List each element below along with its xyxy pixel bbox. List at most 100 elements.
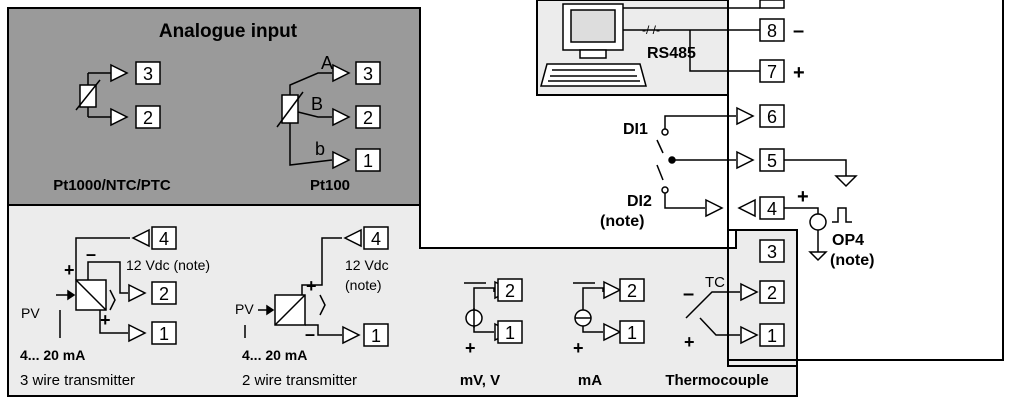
analogue-input-panel <box>7 7 421 206</box>
thermocouple-label: Thermocouple <box>665 372 768 389</box>
analogue-title: Analogue input <box>159 21 298 42</box>
pt100-sensor <box>276 72 333 166</box>
two-wire-transmitter <box>244 237 342 338</box>
terminal-label: 4 <box>159 229 169 249</box>
terminal-label: 2 <box>143 108 153 128</box>
terminal-label: 2 <box>505 281 515 301</box>
vdc-label: 12 Vdc <box>345 257 389 273</box>
plus-sign: + <box>100 310 111 330</box>
terminal-box <box>619 278 645 302</box>
terminal-label: 2 <box>363 108 373 128</box>
terminal-label: 1 <box>627 323 637 343</box>
rs485-break-mark: -/ /- <box>642 23 660 37</box>
terminal-label: 5 <box>767 151 777 171</box>
terminal-label: 7 <box>767 62 777 82</box>
terminal-box <box>619 320 645 344</box>
two-wire-label: 2 wire transmitter <box>242 372 357 389</box>
minus-sign: – <box>86 244 96 264</box>
vdc-note-label: 12 Vdc (note) <box>126 257 210 273</box>
terminal-box <box>363 226 389 250</box>
minus-sign: – <box>793 20 804 42</box>
vdc-note2-label: (note) <box>345 277 382 293</box>
terminal-box <box>759 59 785 83</box>
terminal-label: 2 <box>627 281 637 301</box>
terminal-box <box>759 104 785 128</box>
di1-label: DI1 <box>623 121 648 138</box>
range-label: 4... 20 mA <box>20 347 85 363</box>
terminal-label: 4 <box>767 199 777 219</box>
op4-note: (note) <box>830 252 874 269</box>
rs485-label: RS485 <box>647 45 696 62</box>
terminal-label: 1 <box>371 326 381 346</box>
terminal-box <box>759 148 785 172</box>
terminal-box <box>355 148 381 172</box>
mv-source <box>464 282 495 333</box>
plus-sign: + <box>684 332 695 352</box>
plus-sign: + <box>465 338 476 358</box>
wire-B-label: B <box>311 94 323 114</box>
tc-label: TC <box>705 274 725 291</box>
plus-sign: + <box>306 276 317 296</box>
terminal-box <box>759 239 785 263</box>
terminal-box <box>151 281 177 305</box>
terminal-label: 4 <box>371 229 381 249</box>
op4-label: OP4 <box>832 232 864 249</box>
terminal-box <box>759 196 785 220</box>
terminal-label: 1 <box>767 326 777 346</box>
terminal-label: 3 <box>767 242 777 262</box>
range-label: 4... 20 mA <box>242 347 307 363</box>
mv-label: mV, V <box>460 372 500 389</box>
terminal-box <box>151 321 177 345</box>
terminal-box <box>135 105 161 129</box>
di2-note: (note) <box>600 213 644 230</box>
terminal-box <box>497 320 523 344</box>
transmitter-panel <box>7 204 798 397</box>
terminal-box <box>151 226 177 250</box>
di2-label: DI2 <box>627 193 652 210</box>
pt100-label: Pt100 <box>310 177 350 194</box>
terminal-label: 2 <box>767 283 777 303</box>
minus-sign: – <box>683 283 694 305</box>
terminal-box <box>759 18 785 42</box>
terminal-label: 8 <box>767 21 777 41</box>
ma-label: mA <box>578 372 602 389</box>
terminal-box <box>135 61 161 85</box>
controller-outline <box>727 0 1004 361</box>
three-wire-label: 3 wire transmitter <box>20 372 135 389</box>
pt1000-sensor <box>75 72 112 118</box>
plus-sign: + <box>64 260 75 280</box>
minus-sign: – <box>305 324 315 344</box>
terminal-label: 1 <box>505 323 515 343</box>
computer-icon <box>540 3 647 87</box>
plus-sign: + <box>793 62 805 84</box>
input-arrow-icon <box>705 199 723 217</box>
pv-label: PV <box>235 301 254 317</box>
wire-b-label: b <box>315 139 325 159</box>
terminal-label: 2 <box>159 284 169 304</box>
terminal-label: 6 <box>767 107 777 127</box>
rs485-wiring <box>623 7 760 72</box>
terminal-label: 1 <box>363 151 373 171</box>
pt1000-label: Pt1000/NTC/PTC <box>53 177 171 194</box>
terminal-box <box>355 61 381 85</box>
terminal-box <box>759 323 785 347</box>
wire-a-label: A <box>321 53 333 73</box>
terminal-box <box>497 278 523 302</box>
input-arrow-icon <box>738 199 756 217</box>
terminal-box <box>759 0 785 9</box>
terminal-label: 1 <box>159 324 169 344</box>
terminal-box <box>355 105 381 129</box>
plus-sign: + <box>573 338 584 358</box>
terminal-box <box>363 323 389 347</box>
thermocouple-junction <box>685 291 740 336</box>
input-arrow-icon <box>736 107 754 125</box>
three-wire-transmitter <box>56 237 130 338</box>
digital-input-wiring <box>656 115 858 262</box>
terminal-box <box>759 280 785 304</box>
terminal-label: 3 <box>363 64 373 84</box>
ma-source <box>573 282 604 333</box>
plus-sign: + <box>797 186 809 208</box>
input-arrow-icon <box>736 151 754 169</box>
terminal-label: 3 <box>143 64 153 84</box>
